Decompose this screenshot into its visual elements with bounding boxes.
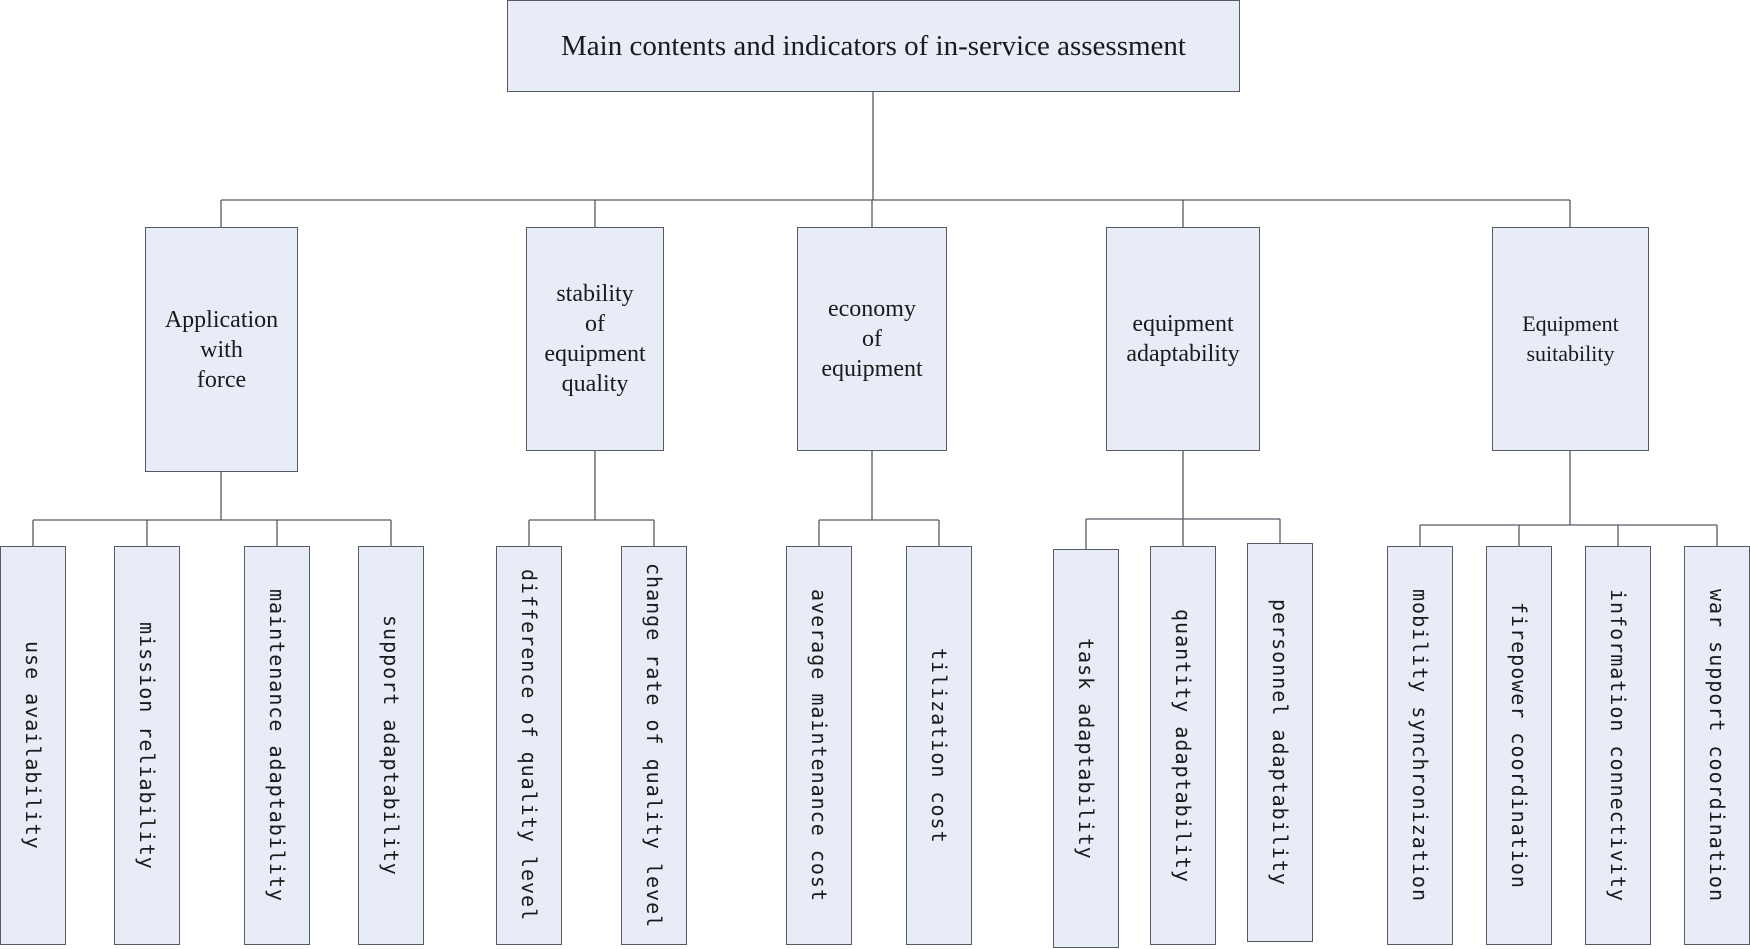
leaf-label: information connectivity <box>1606 589 1630 902</box>
leaf-label: maintenance adaptability <box>265 589 289 902</box>
leaf-label: personnel adaptability <box>1268 599 1292 886</box>
leaf-firepower-coordination: firepower coordination <box>1486 546 1552 945</box>
category-label: stability of equipment quality <box>544 281 646 397</box>
category-label: Equipment suitability <box>1522 311 1619 366</box>
category-equipment-suitability: Equipment suitability <box>1492 227 1649 451</box>
category-label: equipment adaptability <box>1126 311 1240 367</box>
leaf-mobility-synchronization: mobility synchronization <box>1387 546 1453 945</box>
leaf-label: quantity adaptability <box>1171 608 1195 883</box>
leaf-information-connectivity: information connectivity <box>1585 546 1651 945</box>
category-label: Application with force <box>164 306 279 393</box>
leaf-average-maintenance-cost: average maintenance cost <box>786 546 852 945</box>
leaf-mission-reliability: mission reliability <box>114 546 180 945</box>
root-node: Main contents and indicators of in-servi… <box>507 0 1240 92</box>
leaf-label: war support coordination <box>1705 589 1729 902</box>
leaf-task-adaptability: task adaptability <box>1053 549 1119 948</box>
leaf-quantity-adaptability: quantity adaptability <box>1150 546 1216 945</box>
leaf-difference-of-quality-level: difference of quality level <box>496 546 562 945</box>
leaf-tilization-cost: tilization cost <box>906 546 972 945</box>
category-label: economy of equipment <box>821 296 923 382</box>
leaf-label: mission reliability <box>135 621 159 870</box>
leaf-change-rate-of-quality-level: change rate of quality level <box>621 546 687 945</box>
leaf-label: task adaptability <box>1074 637 1098 860</box>
leaf-label: firepower coordination <box>1507 602 1531 889</box>
leaf-war-support-coordination: war support coordination <box>1684 546 1750 945</box>
leaf-label: average maintenance cost <box>807 589 831 902</box>
category-application-with-force: Application with force <box>145 227 298 472</box>
leaf-personnel-adaptability: personnel adaptability <box>1247 543 1313 942</box>
leaf-label: difference of quality level <box>517 569 541 922</box>
leaf-use-availability: use availability <box>0 546 66 945</box>
leaf-maintenance-adaptability: maintenance adaptability <box>244 546 310 945</box>
root-label: Main contents and indicators of in-servi… <box>561 29 1186 62</box>
category-stability-of-equipment-quality: stability of equipment quality <box>526 227 664 451</box>
leaf-label: use availability <box>21 641 45 850</box>
category-equipment-adaptability: equipment adaptability <box>1106 227 1260 451</box>
leaf-label: mobility synchronization <box>1408 589 1432 902</box>
leaf-support-adaptability: support adaptability <box>358 546 424 945</box>
leaf-label: support adaptability <box>379 615 403 876</box>
leaf-label: tilization cost <box>927 647 951 844</box>
category-economy-of-equipment: economy of equipment <box>797 227 947 451</box>
leaf-label: change rate of quality level <box>642 562 666 929</box>
